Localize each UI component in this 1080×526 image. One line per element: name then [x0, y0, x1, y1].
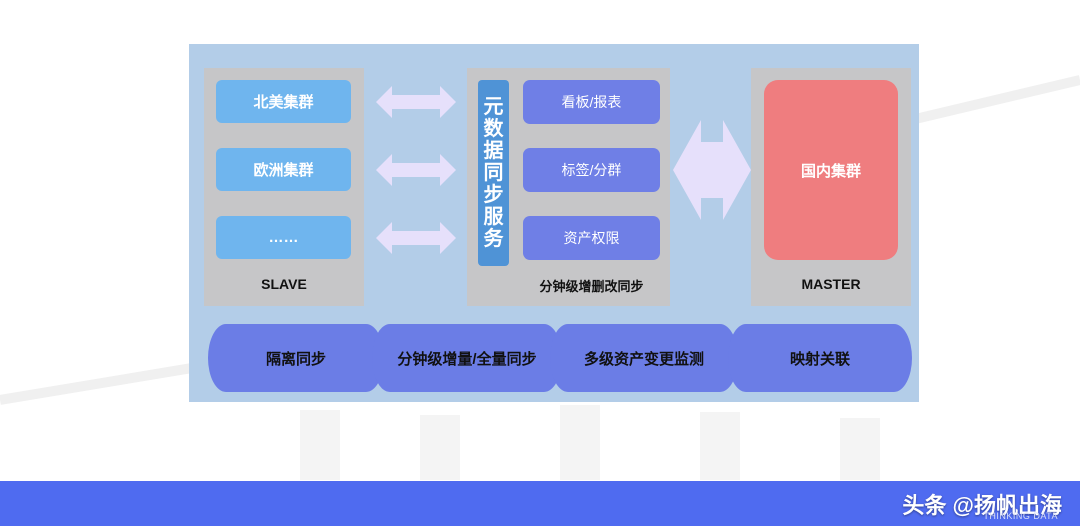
feature-asset-change-monitoring: 多级资产变更监测 — [550, 324, 738, 392]
sync-arrow-2 — [376, 154, 456, 186]
sync-service-char: 同 — [483, 162, 504, 184]
slave-label: SLAVE — [261, 276, 307, 292]
master-sync-arrow — [673, 120, 751, 220]
footer-bar — [0, 481, 1080, 526]
master-cluster-domestic: 国内集群 — [764, 80, 898, 260]
feature-incremental-full-sync: 分钟级增量/全量同步 — [372, 324, 562, 392]
item-tags-segments: 标签/分群 — [523, 148, 660, 192]
sync-service-char: 元 — [483, 96, 504, 118]
sync-service-char: 据 — [483, 140, 504, 162]
sync-arrow-3 — [376, 222, 456, 254]
watermark: 头条 @扬帆出海 — [902, 493, 1062, 518]
slave-cluster-north-america: 北美集群 — [216, 80, 351, 123]
sync-service-char: 服 — [483, 206, 504, 228]
slave-cluster-europe: 欧洲集群 — [216, 148, 351, 191]
sync-service-char: 务 — [483, 228, 504, 250]
sync-arrow-1 — [376, 86, 456, 118]
watermark-sub: THINKING DATA — [983, 511, 1058, 521]
item-dashboards-reports: 看板/报表 — [523, 80, 660, 124]
slave-cluster-more: …… — [216, 216, 351, 259]
sync-service-char: 步 — [483, 184, 504, 206]
item-asset-permissions: 资产权限 — [523, 216, 660, 260]
feature-mapping-association: 映射关联 — [728, 324, 912, 392]
feature-isolated-sync: 隔离同步 — [208, 324, 384, 392]
sync-service-char: 数 — [483, 118, 504, 140]
middle-label: 分钟级增删改同步 — [539, 279, 644, 294]
master-label: MASTER — [801, 276, 861, 292]
metadata-sync-service: 元 数 据 同 步 服 务 — [478, 80, 509, 266]
